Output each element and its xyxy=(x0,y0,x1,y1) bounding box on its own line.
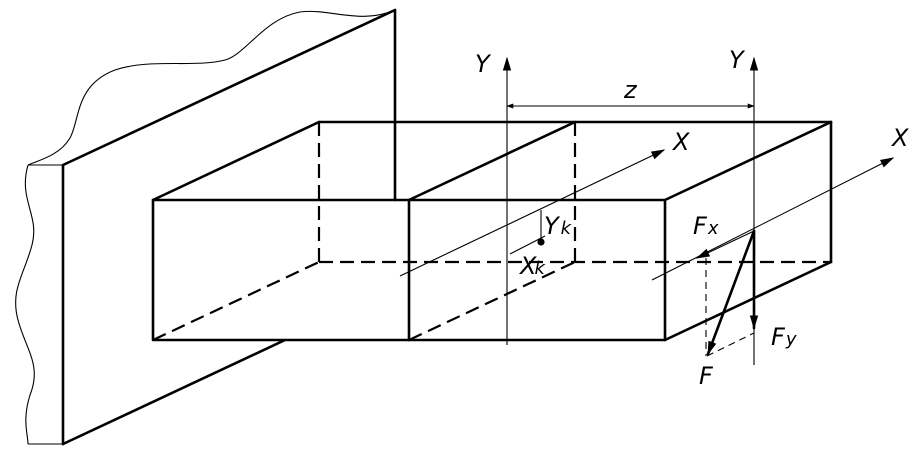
beam-top-mid-slant xyxy=(407,120,577,202)
beam xyxy=(151,120,833,342)
label-xk: Xk xyxy=(518,252,546,280)
label-f: F xyxy=(699,362,714,390)
label-x-right: X xyxy=(890,124,909,152)
section-centroid-point xyxy=(537,238,545,246)
force-fx-component-arrow xyxy=(695,230,755,259)
axes xyxy=(399,56,895,365)
beam-top-left-slant xyxy=(151,120,321,202)
label-fy: Fy xyxy=(771,323,797,351)
label-y-right: Y xyxy=(729,46,746,74)
hidden-bottom-left-slant xyxy=(152,261,320,341)
beam-top-right-slant xyxy=(663,120,833,202)
x-axis-right xyxy=(651,157,895,281)
wall xyxy=(15,8,397,446)
label-y-left: Y xyxy=(475,50,492,78)
label-x-mid: X xyxy=(671,128,690,156)
hidden-bottom-mid-slant xyxy=(408,261,576,341)
wall-top-edge xyxy=(61,8,397,167)
wall-bottom-slant-edge xyxy=(61,338,287,446)
force-f-arrow xyxy=(706,229,756,356)
force-fy-dashed-parallel xyxy=(706,332,755,357)
forces xyxy=(695,229,759,357)
label-fx: Fx xyxy=(693,212,719,240)
label-z: z xyxy=(623,76,638,104)
beam-bottom-right-slant xyxy=(663,260,833,342)
wall-wavy-left-edge xyxy=(15,164,35,445)
x-axis-mid xyxy=(399,149,666,277)
wall-wavy-top-edge xyxy=(27,9,396,166)
